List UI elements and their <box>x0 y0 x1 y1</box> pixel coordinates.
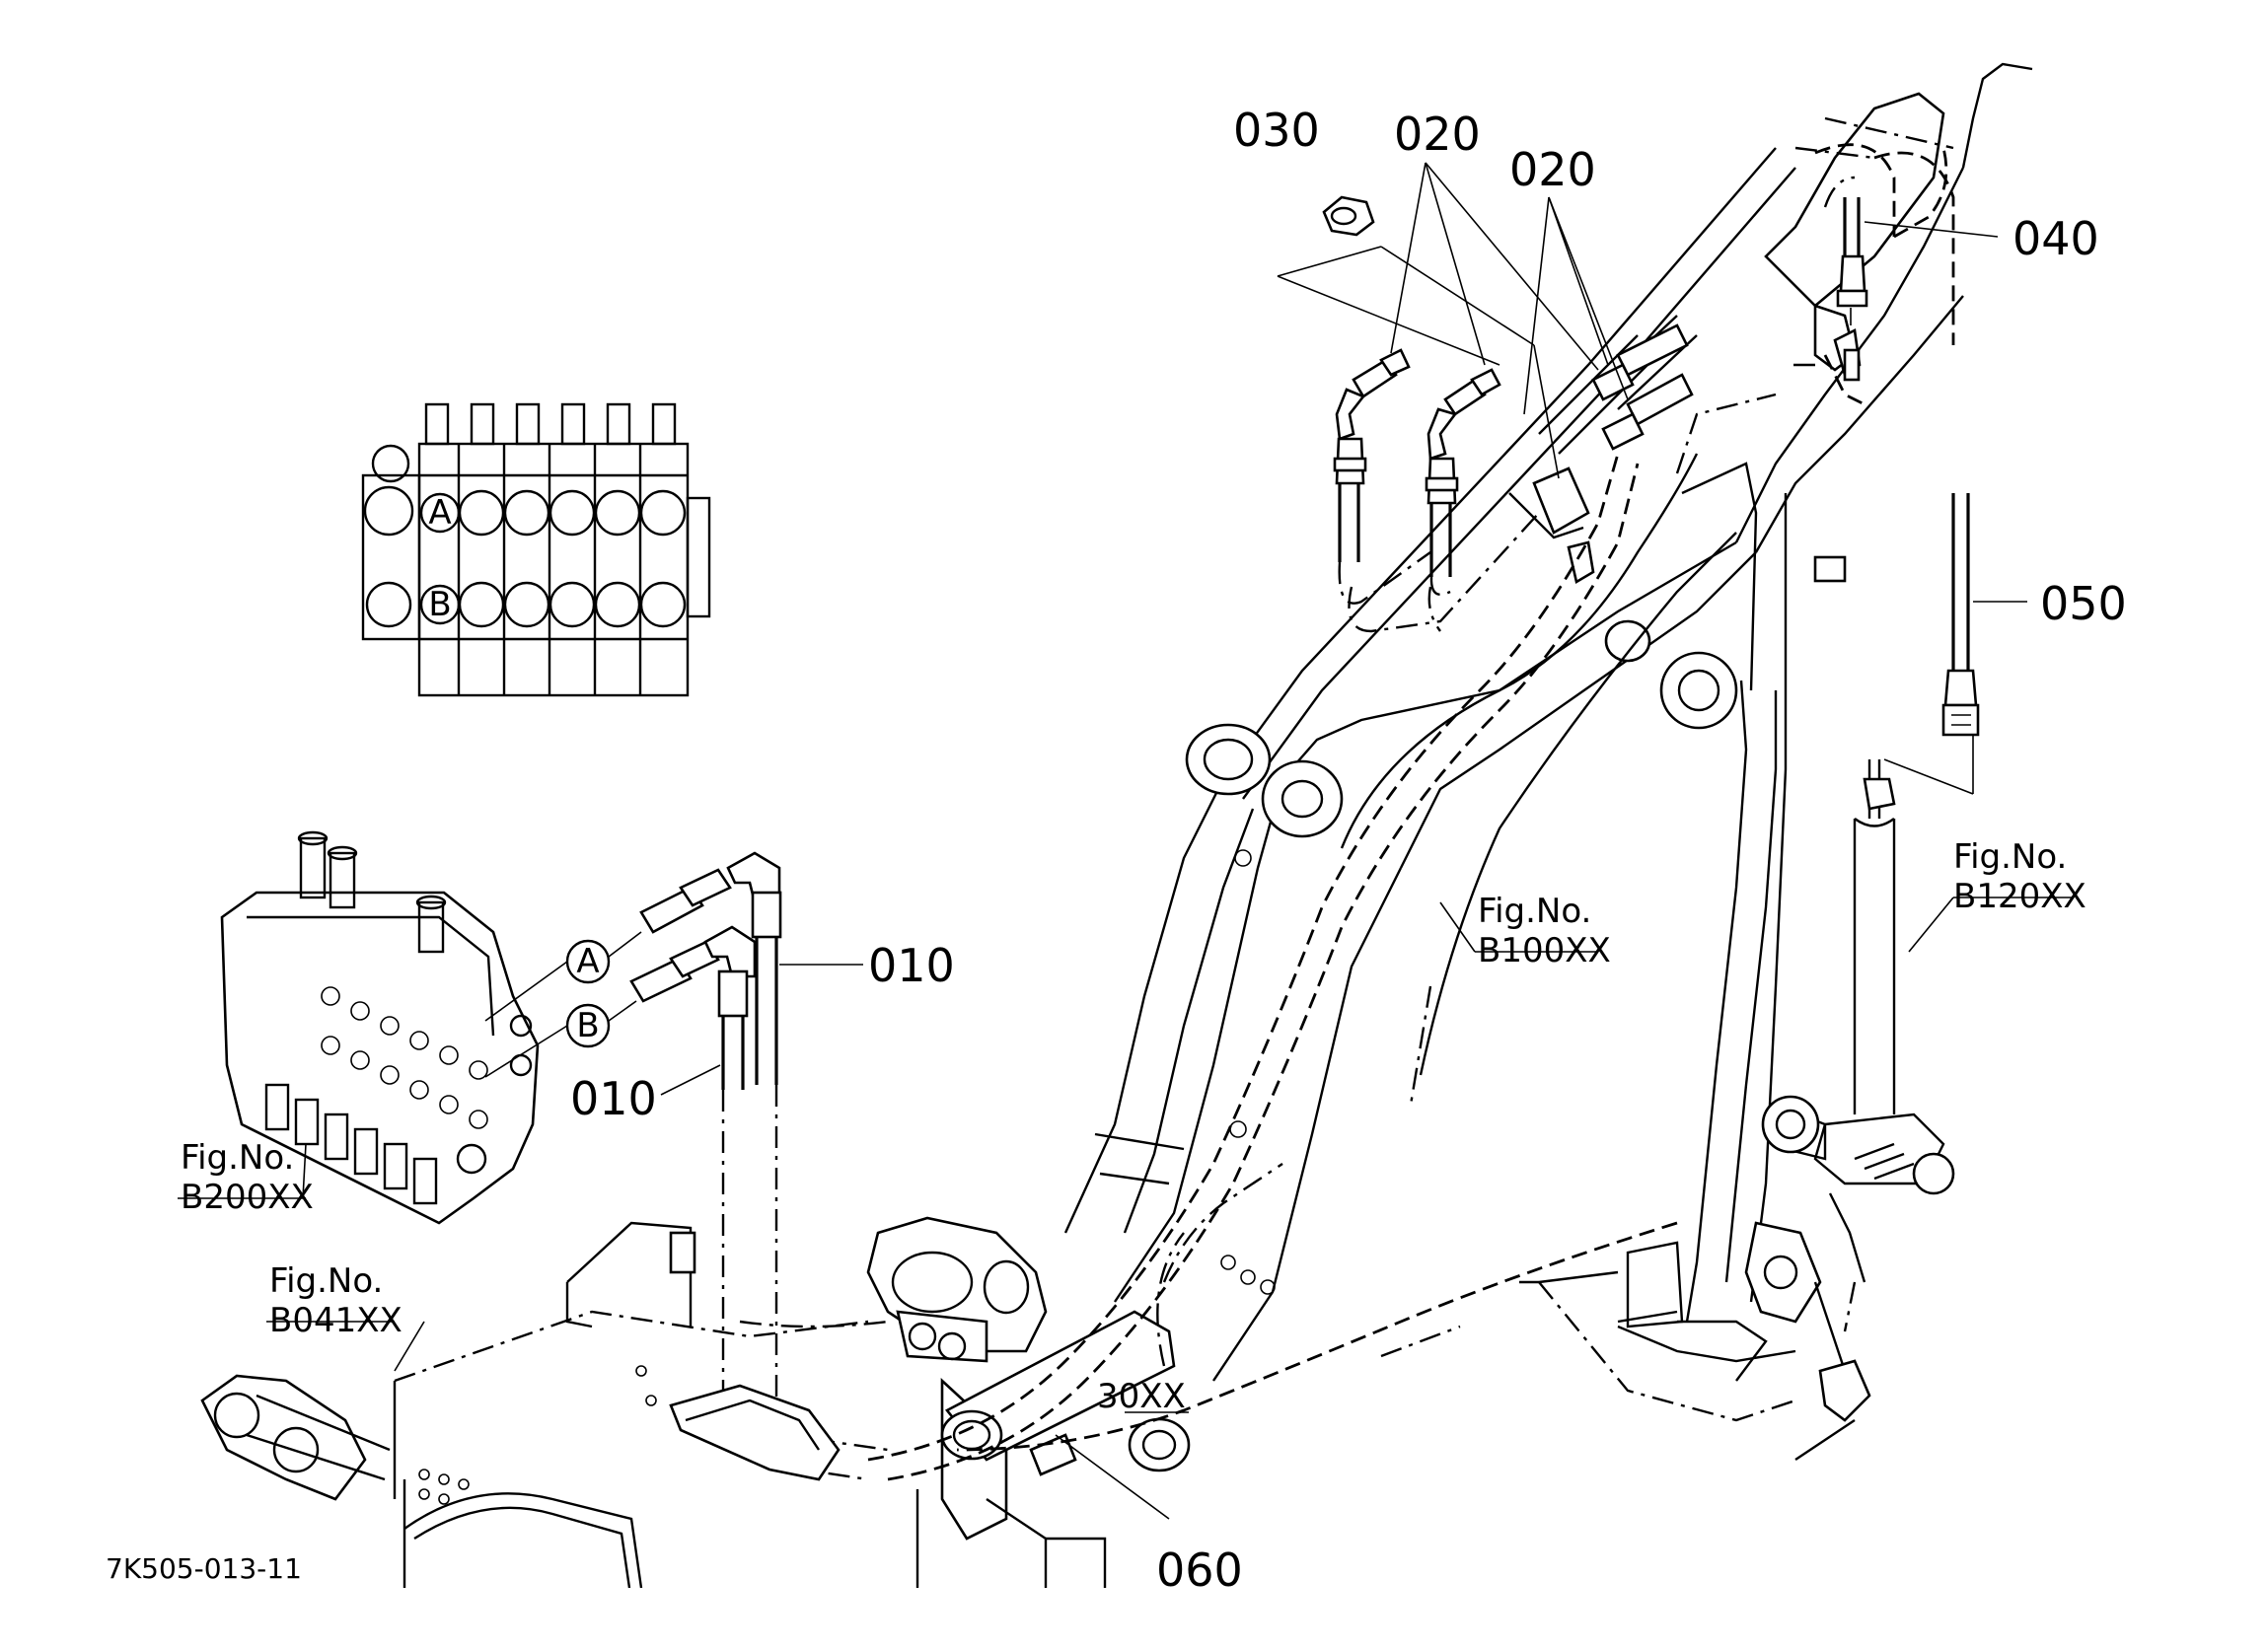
port-a-label-schematic: A <box>428 493 451 533</box>
fig-ref-b041-line2: B041XX <box>269 1301 402 1340</box>
hose-020 <box>1333 348 1501 605</box>
fig-ref-b100-line2: B100XX <box>1478 931 1611 970</box>
label-050: 050 <box>2040 577 2127 630</box>
part-labels: 030 020 020 040 050 010 010 060 <box>570 104 2127 1597</box>
arm-hose-run <box>1675 116 1955 474</box>
label-060: 060 <box>1156 1543 1243 1597</box>
boom-hose-run <box>739 453 1678 1481</box>
port-b-label-schematic: B <box>428 585 451 624</box>
fitting-adaptors-010 <box>629 851 782 1018</box>
fig-ref-partial: 30XX <box>1097 1377 1186 1416</box>
label-020-left: 020 <box>1394 108 1481 161</box>
label-010-upper: 010 <box>868 939 955 992</box>
fig-ref-b041-line1: Fig.No. <box>269 1261 383 1301</box>
base-frame <box>200 1221 869 1589</box>
leader-lines <box>178 162 2072 1520</box>
fig-ref-b200-line2: B200XX <box>181 1178 314 1217</box>
figure-references: Fig.No. B100XX Fig.No. B120XX Fig.No. B2… <box>181 837 2086 1416</box>
fig-ref-b100-line1: Fig.No. <box>1478 892 1591 931</box>
fig-ref-b200-line1: Fig.No. <box>181 1138 294 1178</box>
boom-pipes <box>1508 304 1866 585</box>
hose-040 <box>1836 197 1868 325</box>
port-b-label: B <box>576 1006 599 1045</box>
arm <box>1538 462 1955 1461</box>
nut-030 <box>1322 195 1375 237</box>
valve-schematic: A B <box>361 402 711 697</box>
boom <box>1063 62 2033 1382</box>
label-030: 030 <box>1233 104 1320 157</box>
fig-ref-b120-line2: B120XX <box>1953 877 2086 916</box>
port-a-label: A <box>576 942 599 981</box>
control-valve-assembly <box>220 830 540 1225</box>
hose-050 <box>1941 493 1980 737</box>
label-010-lower: 010 <box>570 1072 657 1125</box>
boom-pin-060 <box>940 1310 1191 1476</box>
label-020-right: 020 <box>1509 143 1596 196</box>
fig-ref-b120-line1: Fig.No. <box>1953 837 2067 877</box>
port-leaders: A B <box>484 931 642 1078</box>
label-040: 040 <box>2012 212 2099 265</box>
drawing-number: 7K505-013-11 <box>106 1552 302 1585</box>
